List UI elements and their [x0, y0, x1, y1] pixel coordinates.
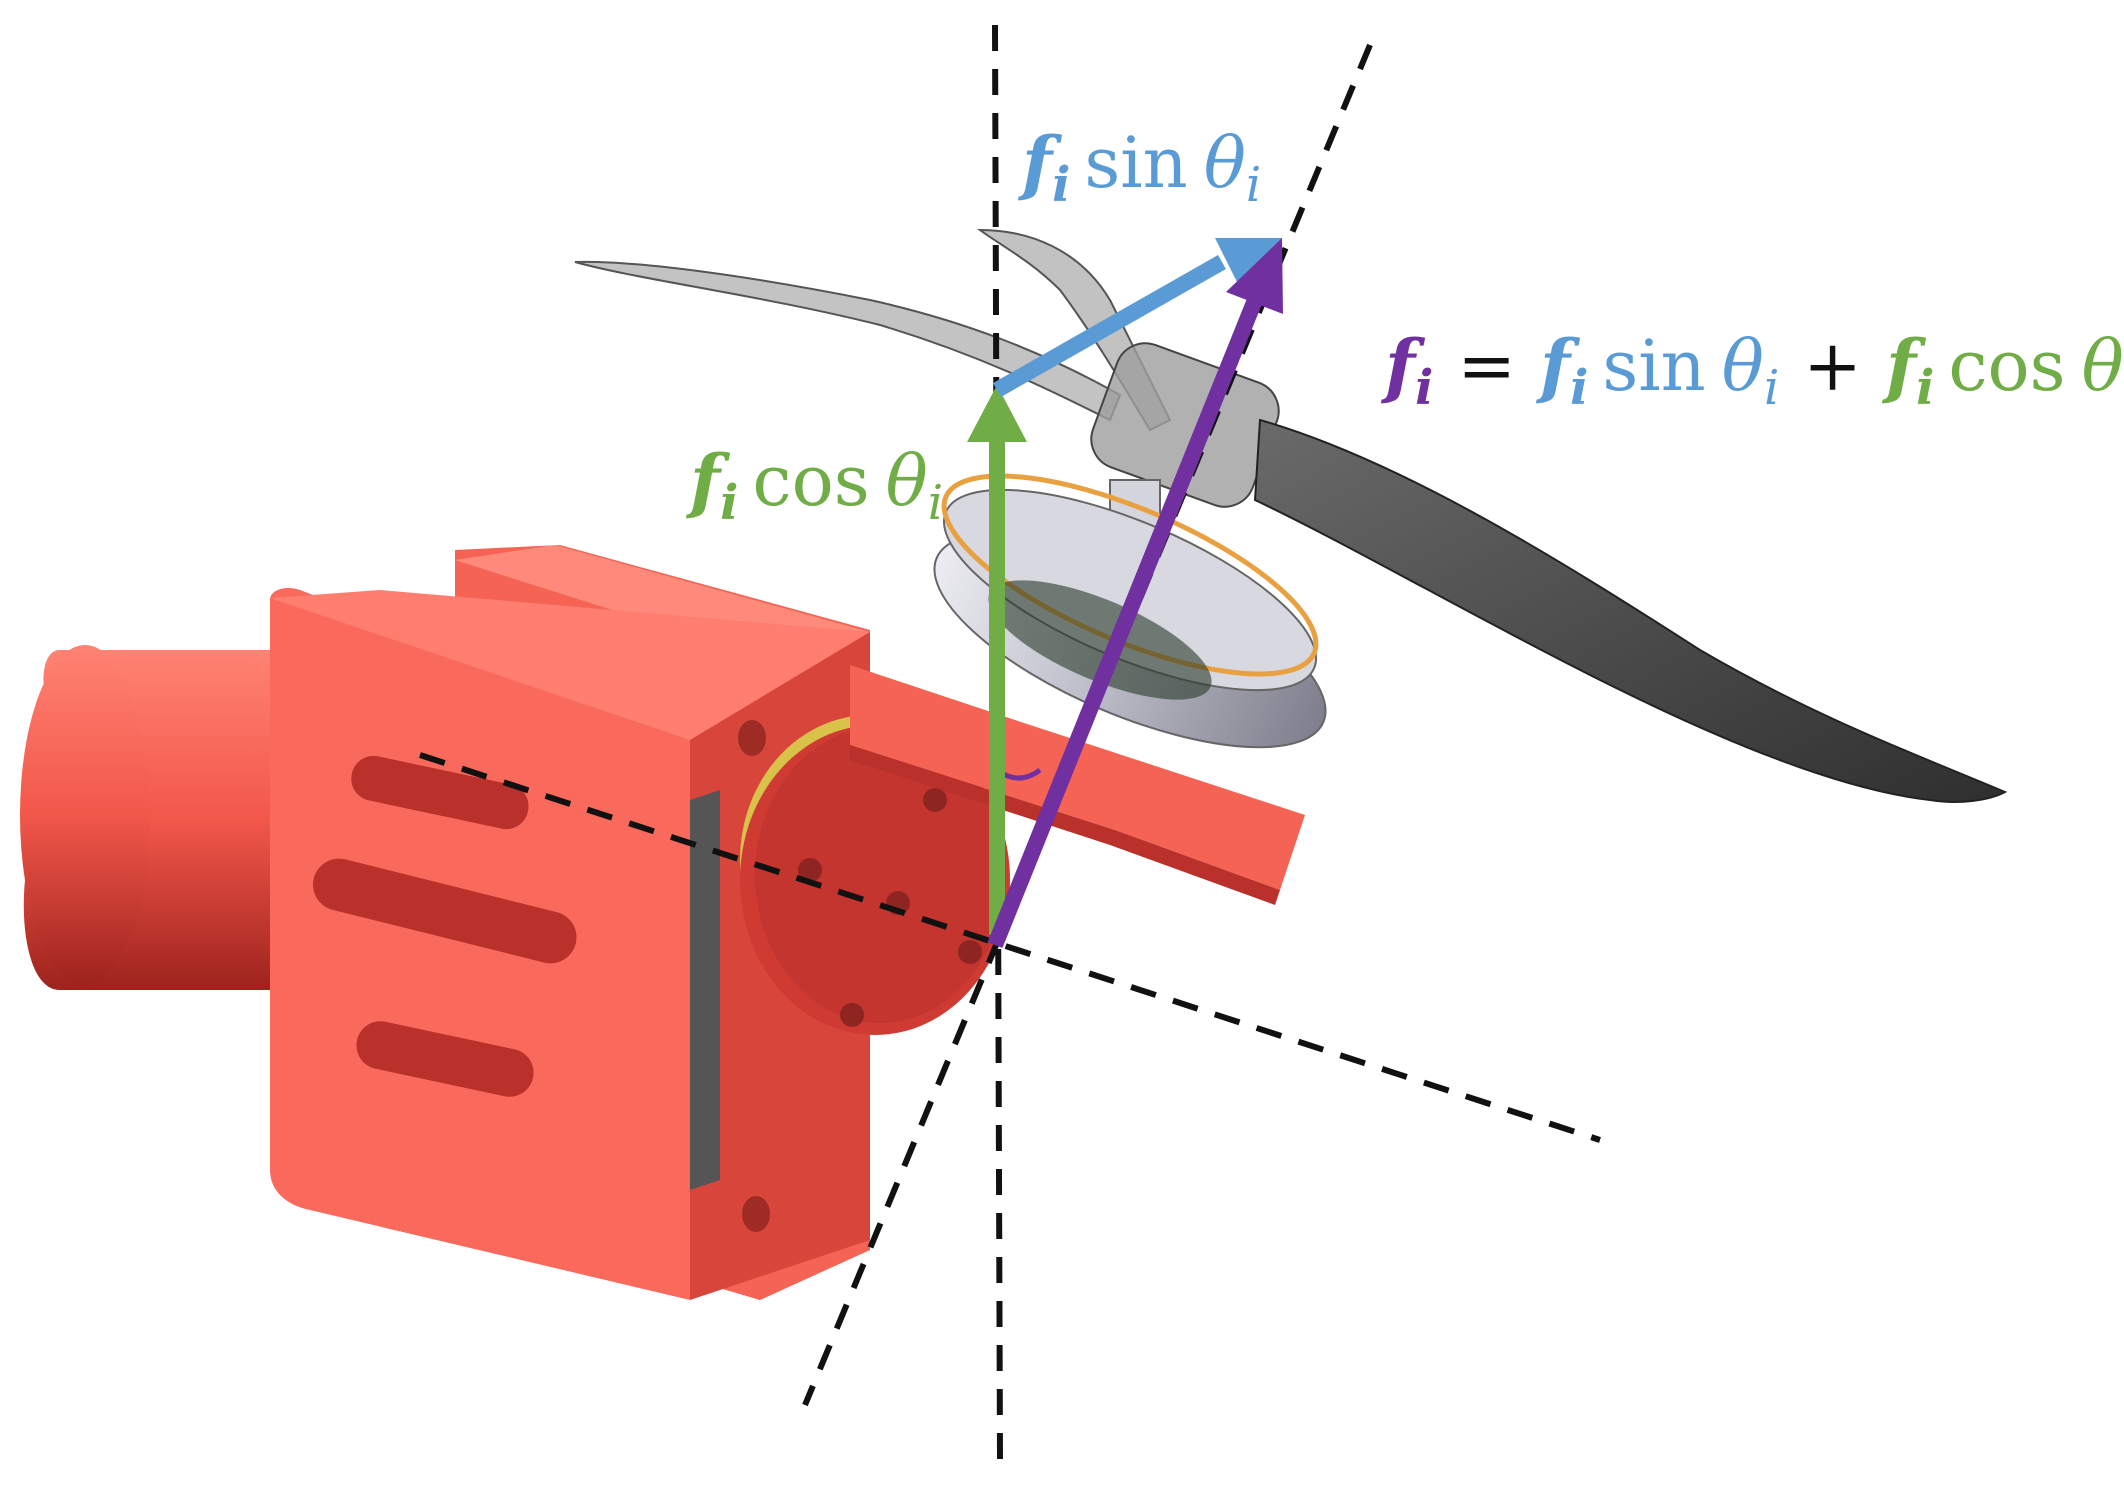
total-thrust-arrowhead — [1226, 238, 1283, 314]
servo-motor-icon — [20, 545, 1010, 1300]
total-thrust-arrow — [987, 297, 1263, 948]
cos-component-arrowhead — [967, 385, 1027, 442]
sin-component-arrow — [993, 255, 1226, 397]
force-vectors — [967, 238, 1283, 948]
servo-axis-line — [419, 752, 1601, 1143]
sin-component-arrowhead — [1215, 238, 1282, 290]
motor-mount-icon — [850, 665, 1305, 905]
